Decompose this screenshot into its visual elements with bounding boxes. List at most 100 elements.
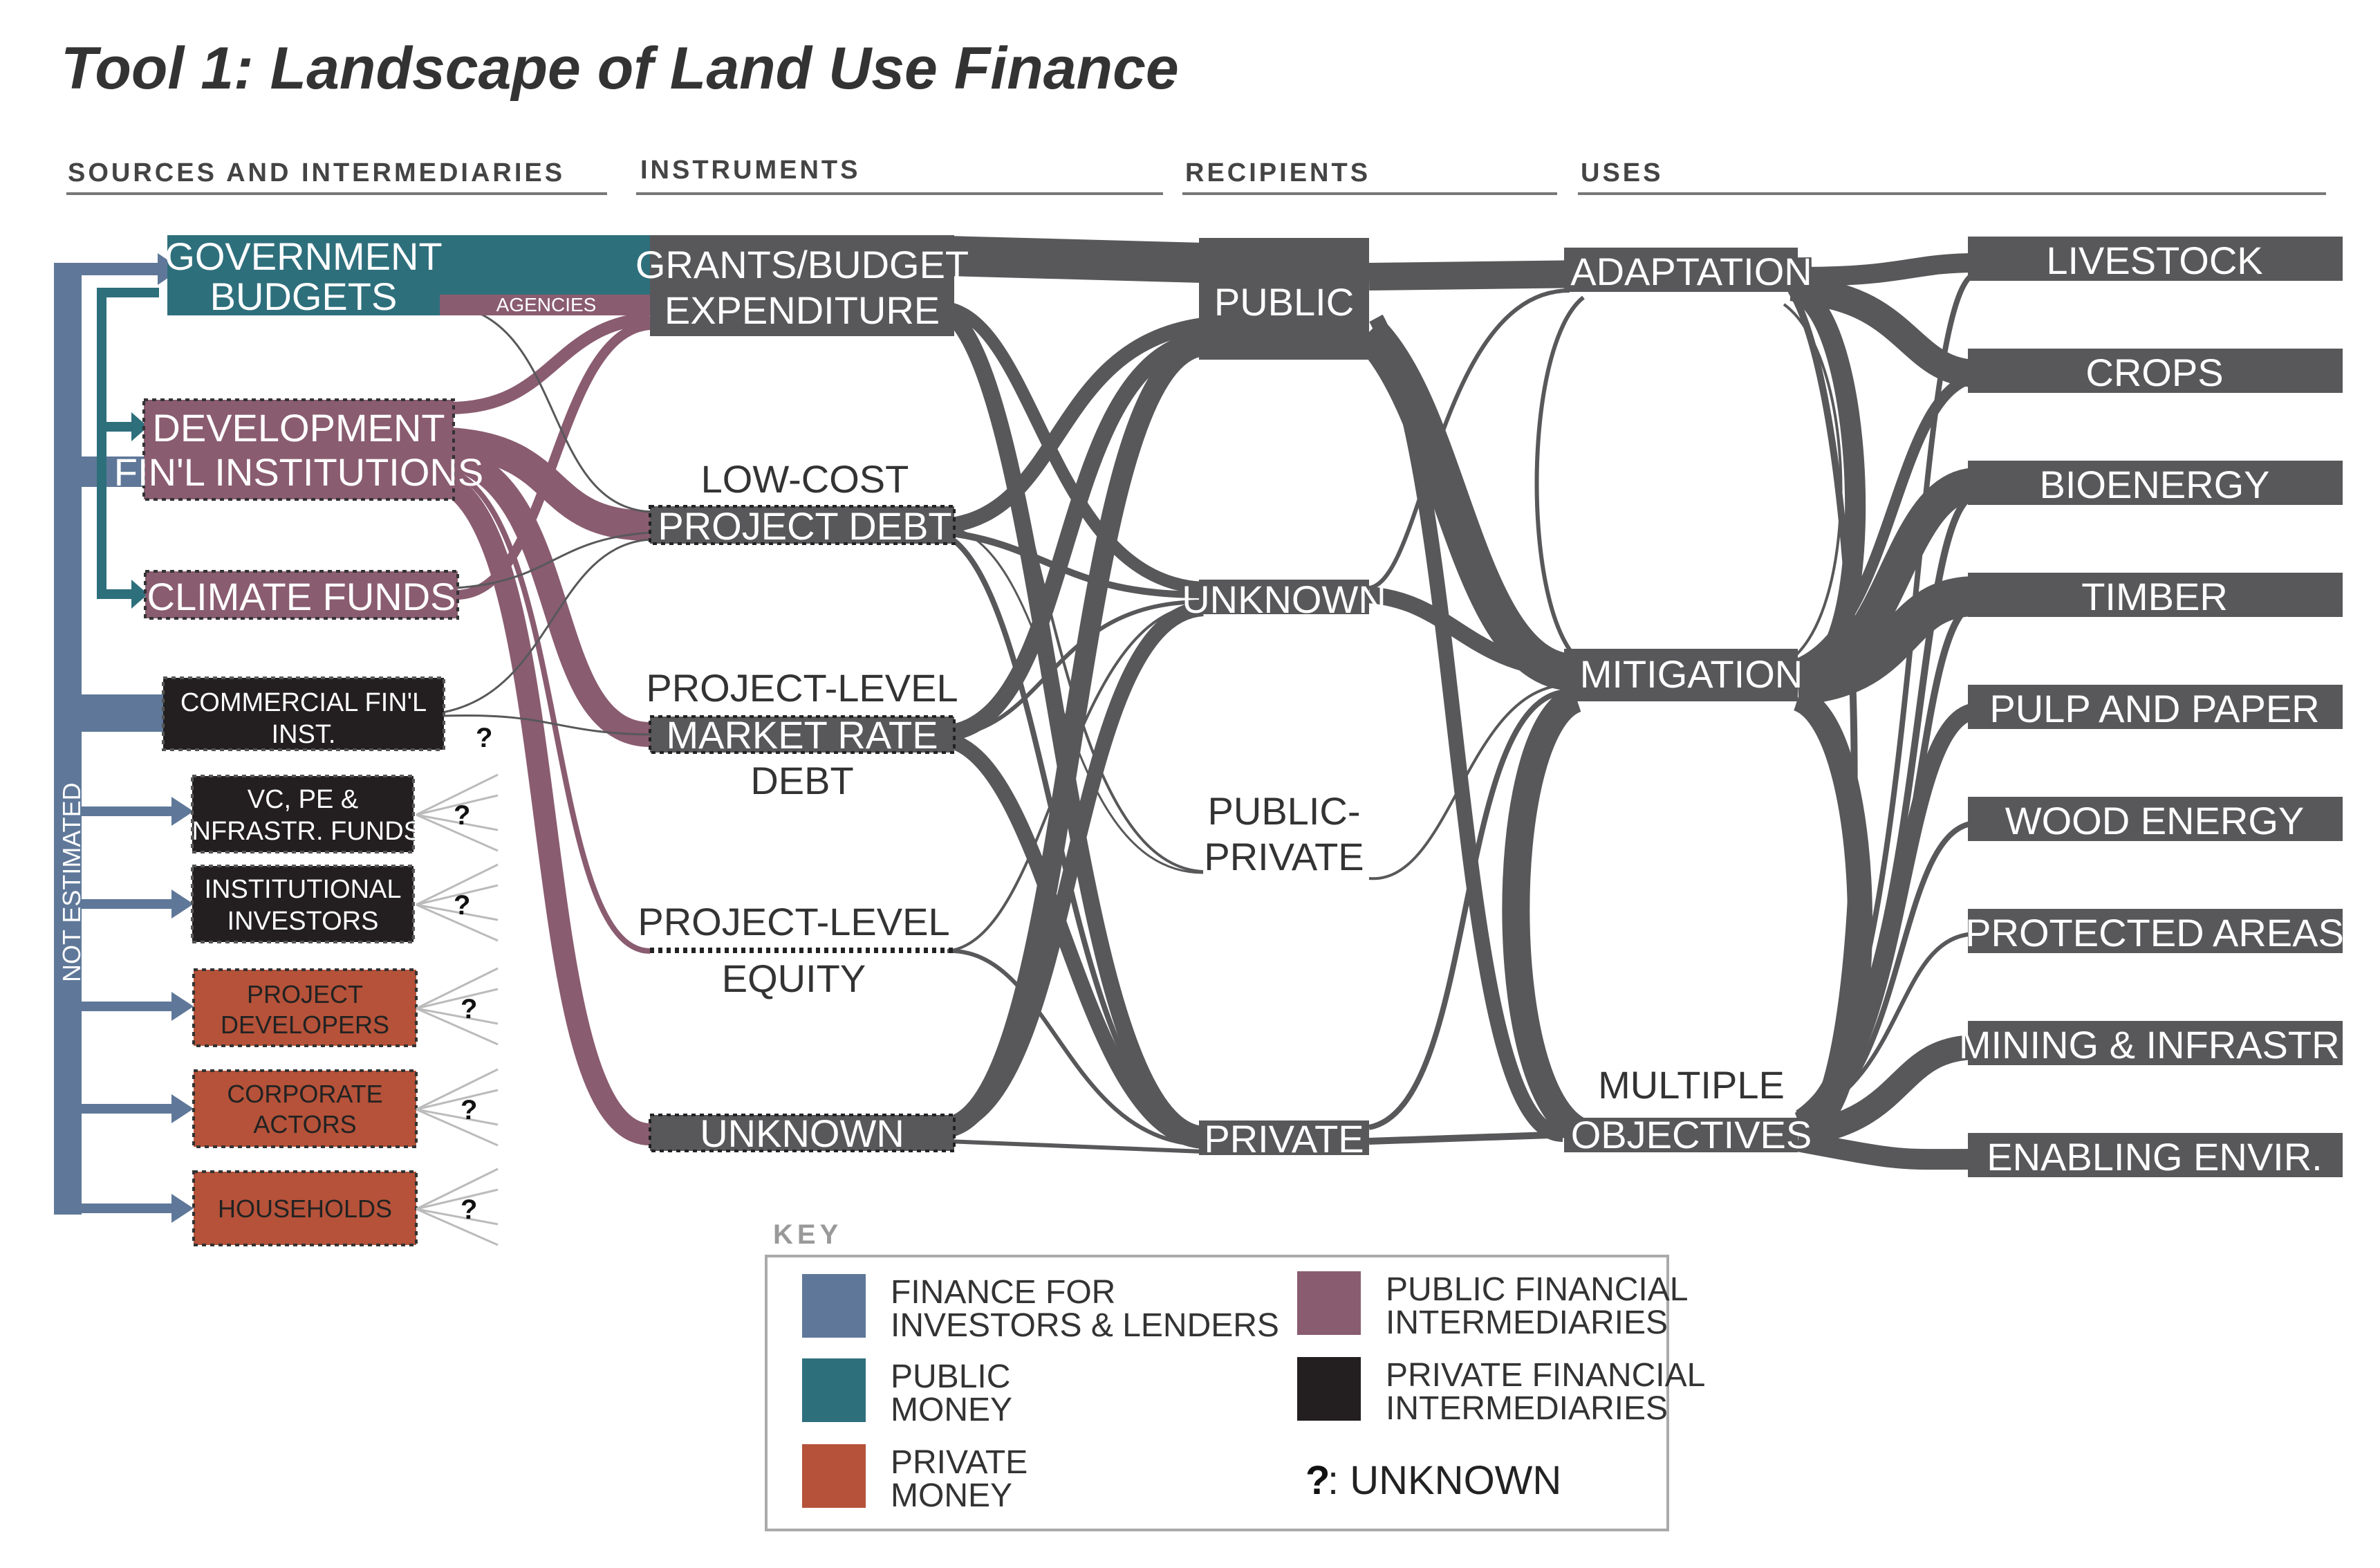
question-icon: ? [461, 1095, 477, 1125]
market-rate-label-2: MARKET RATE [666, 713, 938, 757]
use-timber-label: TIMBER [2081, 575, 2228, 618]
vc-pe-label-2: INFRASTR. FUNDS [185, 817, 421, 846]
question-icon: ? [454, 890, 470, 921]
institutional-box[interactable] [191, 865, 415, 943]
government-budgets-label-2: BUDGETS [210, 275, 398, 318]
legend-unknown-icon: ? [1305, 1458, 1330, 1503]
low-cost-label-2: PROJECT DEBT [658, 504, 951, 548]
use-mining-infrastr-label: MINING & INFRASTR. [1959, 1023, 2350, 1067]
equity-label-2: EQUITY [722, 957, 866, 1000]
question-icon: ? [476, 723, 492, 753]
unknown-instrument-label: UNKNOWN [700, 1112, 904, 1155]
use-crops[interactable] [1968, 349, 2343, 393]
legend-swatch-private-money [802, 1444, 866, 1508]
use-bioenergy[interactable] [1968, 461, 2343, 505]
question-icon: ? [454, 800, 470, 831]
legend-title: KEY [773, 1219, 842, 1250]
objectives: ADAPTATION MITIGATION MULTIPLE OBJECTIVE… [1564, 248, 1812, 1156]
households-label: HOUSEHOLDS [218, 1195, 392, 1223]
government-budgets-label-1: GOVERNMENT [165, 234, 442, 278]
low-cost-box[interactable] [649, 505, 956, 545]
project-developers-label-2: DEVELOPERS [221, 1011, 389, 1039]
use-wood-energy[interactable] [1968, 797, 2343, 841]
not-estimated-label: NOT ESTIMATED [57, 782, 86, 982]
grants-label-1: GRANTS/BUDGET [635, 243, 969, 286]
legend-investors-1: FINANCE FOR [891, 1274, 1115, 1311]
climate-funds-label: CLIMATE FUNDS [147, 575, 456, 618]
investor-finance-bracket: NOT ESTIMATED [54, 253, 194, 1223]
flows-uses [1355, 253, 1979, 1170]
project-developers-box[interactable] [192, 968, 418, 1047]
households-box[interactable] [192, 1170, 418, 1246]
use-livestock-label: LIVESTOCK [2046, 239, 2262, 282]
public-recipient-box[interactable] [1199, 238, 1369, 360]
market-rate-label-1: PROJECT-LEVEL [646, 666, 958, 710]
use-enabling-envir[interactable] [1968, 1133, 2343, 1177]
climate-funds-box[interactable] [144, 570, 459, 620]
question-icon: ? [461, 1195, 477, 1225]
use-livestock[interactable] [1968, 237, 2343, 281]
use-bioenergy-label: BIOENERGY [2040, 463, 2270, 506]
grants-label-2: EXPENDITURE [664, 288, 940, 332]
institutional-label-1: INSTITUTIONAL [204, 875, 401, 904]
legend-swatch-investors [802, 1274, 866, 1338]
unknown-recipient-box[interactable] [1199, 580, 1369, 614]
header-uses: USES [1581, 158, 1663, 187]
legend: KEY FINANCE FOR INVESTORS & LENDERS PUBL… [765, 1219, 1705, 1531]
corporate-actors-label-2: ACTORS [253, 1110, 356, 1138]
commercial-box[interactable] [162, 676, 445, 751]
unknown-recipient-label: UNKNOWN [1182, 578, 1386, 621]
legend-investors-2: INVESTORS & LENDERS [891, 1307, 1279, 1344]
header-instruments: INSTRUMENTS [640, 156, 860, 185]
commercial-label-1: COMMERCIAL FIN'L [180, 688, 427, 717]
private-recipient-label: PRIVATE [1204, 1117, 1364, 1161]
mitigation-label: MITIGATION [1580, 652, 1803, 696]
grants-box[interactable] [650, 235, 954, 336]
question-icon: ? [461, 994, 477, 1024]
use-timber[interactable] [1968, 573, 2343, 617]
instruments: GRANTS/BUDGET EXPENDITURE LOW-COST PROJE… [635, 235, 969, 1155]
multiple-objectives-label-2: OBJECTIVES [1571, 1113, 1812, 1156]
public-private-label-2: PRIVATE [1204, 835, 1364, 878]
use-protected-areas-label: PROTECTED AREAS [1965, 911, 2344, 954]
legend-unknown-label: : UNKNOWN [1328, 1458, 1561, 1503]
page-title: Tool 1: Landscape of Land Use Finance [61, 35, 1179, 102]
government-budgets-box[interactable] [167, 235, 440, 315]
multiple-objectives-label-1: MULTIPLE [1598, 1063, 1785, 1107]
legend-private-money-2: MONEY [891, 1477, 1012, 1514]
use-crops-label: CROPS [2085, 351, 2223, 394]
low-cost-label-1: LOW-COST [701, 457, 909, 501]
institutional-label-2: INVESTORS [227, 907, 379, 936]
legend-swatch-public-intermediaries [1297, 1271, 1361, 1335]
recipients: PUBLIC UNKNOWN PUBLIC- PRIVATE PRIVATE [1182, 238, 1386, 1161]
use-mining-infrastr[interactable] [1968, 1021, 2343, 1065]
use-wood-energy-label: WOOD ENERGY [2005, 799, 2304, 842]
adaptation-label: ADAPTATION [1570, 250, 1812, 293]
equity-label-1: PROJECT-LEVEL [638, 900, 949, 943]
legend-public-intermediaries-1: PUBLIC FINANCIAL [1386, 1271, 1688, 1308]
private-recipient-box[interactable] [1199, 1120, 1369, 1155]
project-developers-label-1: PROJECT [247, 980, 363, 1008]
multiple-objectives-box[interactable] [1564, 1118, 1798, 1152]
legend-public-money-1: PUBLIC [891, 1358, 1010, 1395]
public-recipient-label: PUBLIC [1214, 280, 1354, 324]
dfi-label-2: FIN'L INSTITUTIONS [114, 450, 483, 494]
unknown-marks: ? ? ? ? ? ? [454, 723, 492, 1225]
legend-private-intermediaries-1: PRIVATE FINANCIAL [1386, 1357, 1705, 1394]
mitigation-box[interactable] [1564, 649, 1798, 701]
corporate-actors-box[interactable] [192, 1069, 418, 1148]
unknown-instrument-box[interactable] [649, 1114, 956, 1152]
dfi-box[interactable] [142, 398, 455, 501]
use-pulp-paper[interactable] [1968, 685, 2343, 729]
flows-recipients [942, 236, 1205, 1154]
header-recipients: RECIPIENTS [1185, 158, 1370, 187]
dfi-label-1: DEVELOPMENT [152, 406, 445, 450]
vc-pe-box[interactable] [191, 775, 415, 854]
use-enabling-envir-label: ENABLING ENVIR. [1987, 1135, 2322, 1179]
market-rate-box[interactable] [649, 715, 956, 754]
legend-public-intermediaries-2: INTERMEDIARIES [1386, 1304, 1668, 1341]
use-protected-areas[interactable] [1968, 909, 2343, 953]
source-boxes: GOVERNMENT BUDGETS AGENCIES DEVELOPMENT … [114, 234, 650, 1246]
adaptation-box[interactable] [1564, 248, 1798, 292]
